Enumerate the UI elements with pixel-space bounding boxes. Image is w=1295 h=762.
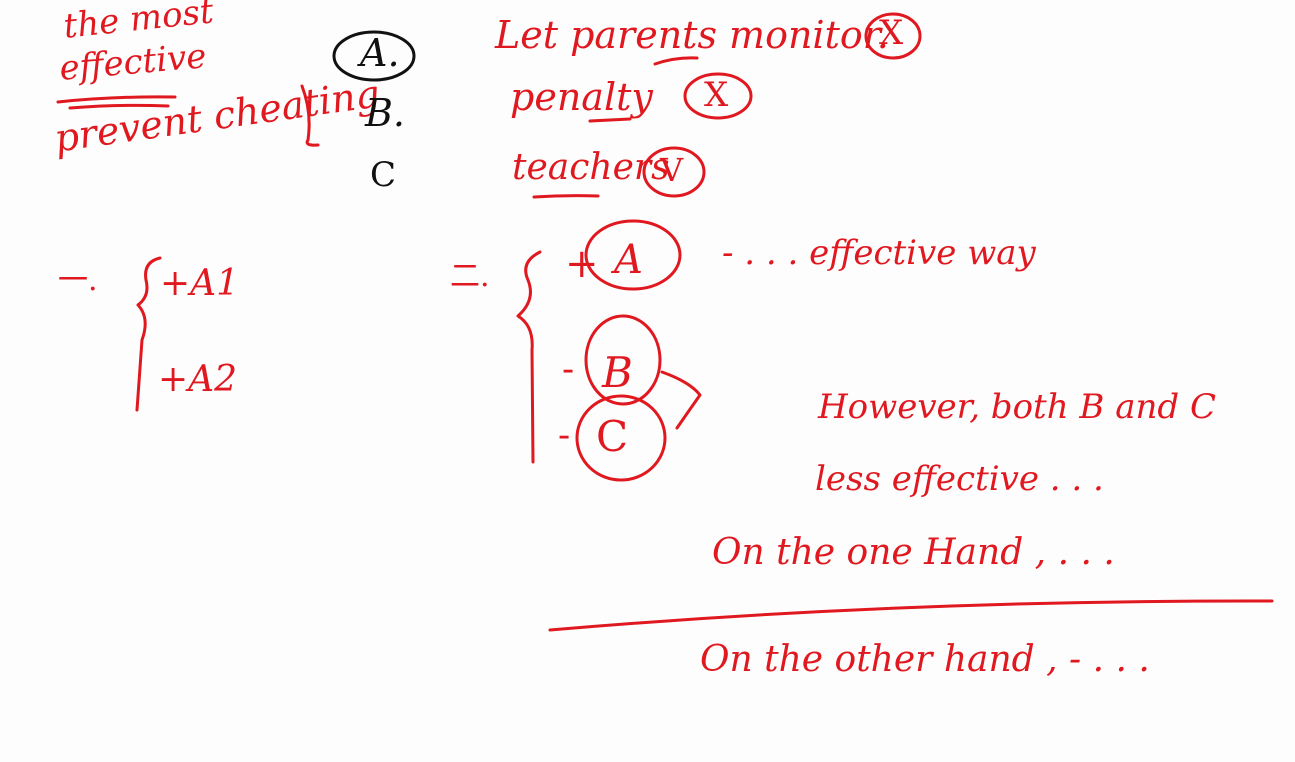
conclusion-line-3: On the one Hand , . . . [712,532,1115,573]
outline2-sign-c: - [558,415,571,456]
outline2-sign-b: - [562,349,575,390]
option-c-mark: V [660,151,684,189]
option-b-text: penalty [510,75,653,119]
circle-c [575,394,667,482]
circle-mark-3 [642,146,706,198]
outline1-number: 一. [58,263,98,298]
option-a-text: Let parents monitor. [495,13,889,57]
outline2-letter-b: B [602,348,633,397]
option-c-label: C [370,155,397,195]
option-b-mark: X [704,75,729,115]
option-a-mark: X [879,13,904,53]
bc-bracket [660,370,702,430]
circle-a [584,219,682,291]
underline-effective [56,95,177,104]
underline-penalty [588,117,632,123]
outline1-item-1: +A1 [160,263,240,304]
outline2-a-note: - . . . effective way [722,233,1036,273]
outline2-number: 二. [450,259,490,294]
topic-bracket [300,84,320,147]
option-c-text: teachers [512,147,670,188]
outline2-letter-a: A [614,237,643,283]
outline1-brace [135,256,162,412]
underline-effective-2 [68,103,170,110]
option-b-label: B. [365,91,406,135]
outline1-item-2: +A2 [158,359,238,400]
underline-parents [653,56,699,66]
circle-option-a [332,30,416,82]
underline-teachers [532,194,600,199]
circle-mark-2 [683,72,753,120]
circle-mark-1 [864,12,922,60]
outline2-brace [516,250,542,464]
divider-line [548,599,1274,632]
outline2-sign-a: + [565,241,599,287]
option-a-label: A. [360,31,400,75]
conclusion-line-4: On the other hand , - . . . [700,639,1150,680]
conclusion-line-1: However, both B and C [818,387,1216,427]
outline2-letter-c: C [596,412,629,461]
circle-b [584,314,662,406]
conclusion-line-2: less effective . . . [815,459,1104,499]
